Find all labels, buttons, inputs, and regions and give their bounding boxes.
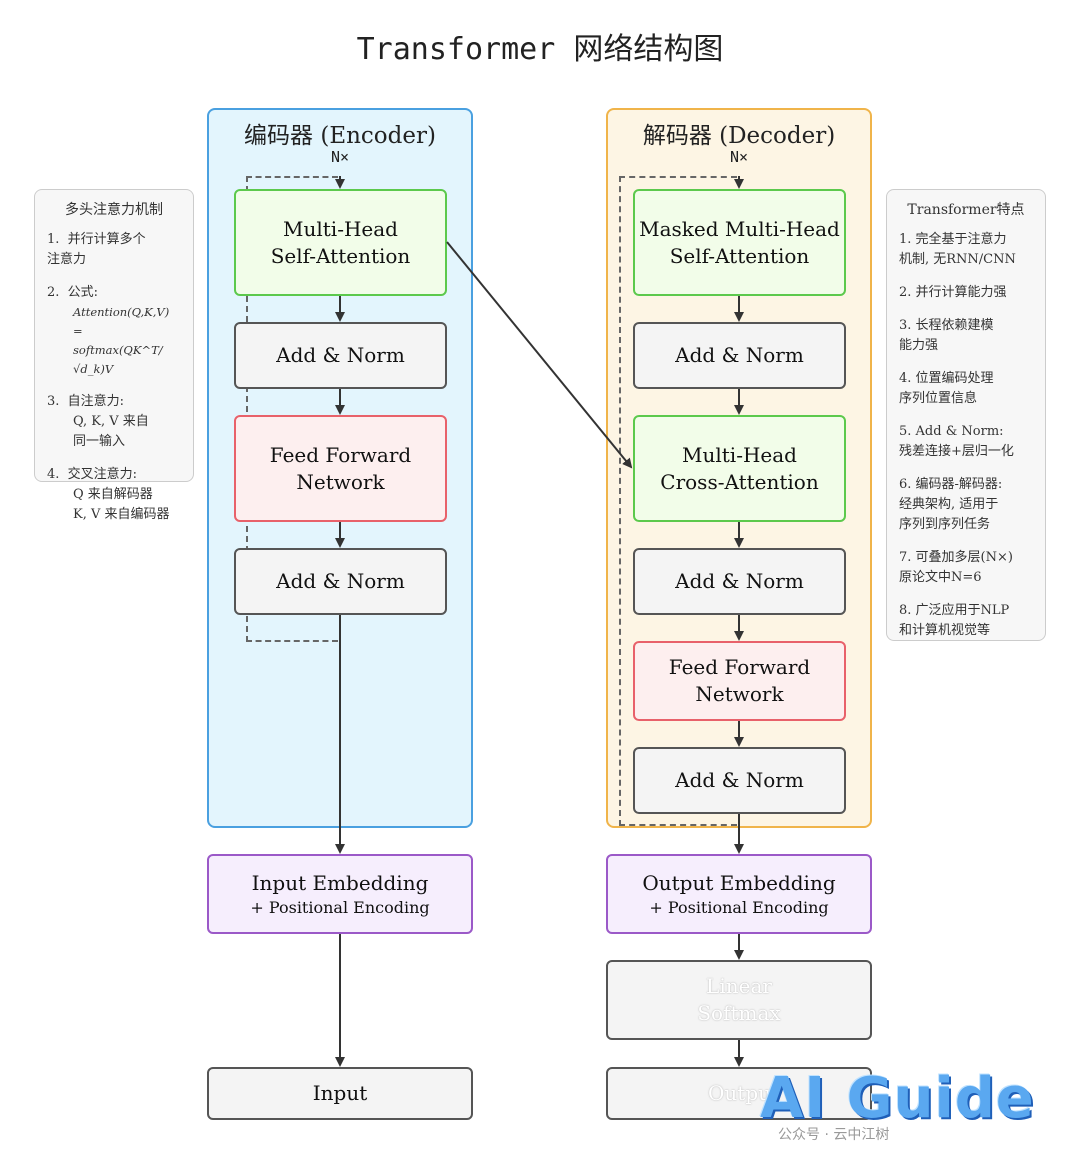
encoder-repeat-label: N× xyxy=(330,148,350,166)
encoder-repeat-bracket xyxy=(246,176,338,642)
note-text: 并行计算多个 xyxy=(67,232,146,247)
encoder-feed-forward-line1: Feed Forward xyxy=(269,442,412,467)
decoder-repeat-bracket xyxy=(619,176,737,826)
note-text: K, V 来自编码器 xyxy=(73,507,170,522)
note-text: Q 来自解码器 xyxy=(73,487,153,502)
input-embedding-line1: Input Embedding xyxy=(251,870,429,895)
decoder-feed-forward-line1: Feed Forward xyxy=(668,655,811,679)
output-embedding-line1: Output Embedding xyxy=(642,870,836,895)
encoder-self-attention-line2: Self-Attention xyxy=(270,243,411,268)
encoder-self-attention-line1: Multi-Head xyxy=(283,216,398,241)
decoder-masked-attention-block: Masked Multi-Head Self-Attention xyxy=(633,189,846,296)
note-text: 4. 位置编码处理 xyxy=(899,371,994,386)
decoder-repeat-label: N× xyxy=(729,148,749,166)
decoder-cross-attention-line2: Cross-Attention xyxy=(660,469,819,494)
note-text: 机制, 无RNN/CNN xyxy=(899,252,1016,267)
arrow-encoder-to-cross-attention xyxy=(446,241,633,469)
note-text: 原论文中N=6 xyxy=(899,570,982,585)
attention-note-item-4: 4. 交叉注意力: Q 来自解码器 K, V 来自编码器 xyxy=(47,465,181,525)
note-text: 经典架构, 适用于 xyxy=(899,497,999,512)
note-num: 1. xyxy=(47,232,60,247)
note-text: 6. 编码器-解码器: xyxy=(899,477,1003,492)
diagram-title: Transformer 网络结构图 xyxy=(356,32,724,67)
note-text: 和计算机视觉等 xyxy=(899,623,991,638)
decoder-cross-attention-block: Multi-Head Cross-Attention xyxy=(633,415,846,522)
note-text: 8. 广泛应用于NLP xyxy=(899,603,1010,618)
decoder-add-norm-2: Add & Norm xyxy=(633,548,846,615)
feature-item-8: 8. 广泛应用于NLP 和计算机视觉等 xyxy=(899,601,1033,640)
attention-note-panel: 多头注意力机制 1. 并行计算多个 注意力 2. 公式: Attention(Q… xyxy=(34,189,194,522)
encoder-feed-forward-block: Feed Forward Network xyxy=(234,415,447,522)
decoder-add-norm-1: Add & Norm xyxy=(633,322,846,389)
output-embedding-block: Output Embedding + Positional Encoding xyxy=(606,854,872,934)
decoder-feed-forward-block: Feed Forward Network xyxy=(633,641,846,721)
note-text: 残差连接+层归一化 xyxy=(899,444,1014,459)
watermark-caption: 公众号 · 云中江树 xyxy=(778,1127,890,1143)
decoder-add-norm-3: Add & Norm xyxy=(633,747,846,814)
feature-item-4: 4. 位置编码处理序列位置信息 xyxy=(899,369,1033,409)
note-text: 序列到序列任务 xyxy=(899,517,991,532)
attention-note-title: 多头注意力机制 xyxy=(65,202,163,218)
decoder-masked-attention-line1: Masked Multi-Head xyxy=(639,216,840,241)
decoder-cross-attention-line1: Multi-Head xyxy=(682,442,797,467)
encoder-add-norm-1: Add & Norm xyxy=(234,322,447,389)
encoder-self-attention-block: Multi-Head Self-Attention xyxy=(234,189,447,296)
output-block: Output xyxy=(606,1067,872,1120)
input-embedding-block: Input Embedding + Positional Encoding xyxy=(207,854,473,934)
note-text: 5. Add & Norm: xyxy=(899,424,1004,439)
feature-item-6: 6. 编码器-解码器: 经典架构, 适用于序列到序列任务 xyxy=(899,475,1033,535)
decoder-masked-attention-line2: Self-Attention xyxy=(669,243,810,268)
note-num: 3. xyxy=(47,394,60,409)
note-text: 7. 可叠加多层(N×) xyxy=(899,550,1013,565)
output-embedding-line2: + Positional Encoding xyxy=(649,897,829,917)
decoder-title: 解码器 (Decoder) xyxy=(642,123,836,149)
watermark-logo: AI Guide xyxy=(760,1066,1035,1131)
note-text: 交叉注意力: xyxy=(67,467,138,482)
attention-note-item-1: 1. 并行计算多个 注意力 xyxy=(47,230,181,270)
decoder-feed-forward-line2: Network xyxy=(695,682,784,706)
note-text: 自注意力: xyxy=(67,394,125,409)
features-note-panel: Transformer特点 1. 完全基于注意力机制, 无RNN/CNN 2. … xyxy=(886,189,1046,641)
note-text: 能力强 xyxy=(899,338,939,353)
attention-note-item-2: 2. 公式: Attention(Q,K,V) = softmax(QK^T/√… xyxy=(47,283,181,379)
note-text: 序列位置信息 xyxy=(899,391,978,406)
softmax-label: Softmax xyxy=(697,1001,781,1025)
input-embedding-line2: + Positional Encoding xyxy=(250,897,430,917)
feature-item-2: 2. 并行计算能力强 xyxy=(899,283,1033,303)
note-text: 2. 并行计算能力强 xyxy=(899,285,1007,300)
attention-note-item-3: 3. 自注意力: Q, K, V 来自 同一输入 xyxy=(47,392,181,452)
encoder-title: 编码器 (Encoder) xyxy=(244,123,436,149)
input-block: Input xyxy=(207,1067,473,1120)
note-text: 注意力 xyxy=(47,252,87,267)
feature-item-5: 5. Add & Norm: 残差连接+层归一化 xyxy=(899,422,1033,462)
note-formula: softmax(QK^T/√d_k)V xyxy=(73,343,163,376)
note-text: 同一输入 xyxy=(73,434,126,449)
note-formula: Attention(Q,K,V) = xyxy=(73,305,170,338)
note-num: 2. xyxy=(47,285,60,300)
encoder-add-norm-2: Add & Norm xyxy=(234,548,447,615)
linear-label: Linear xyxy=(706,974,772,998)
note-text: 3. 长程依赖建模 xyxy=(899,318,994,333)
note-num: 4. xyxy=(47,467,60,482)
linear-softmax-block: Linear Softmax xyxy=(606,960,872,1040)
note-text: Q, K, V 来自 xyxy=(73,414,149,429)
features-note-title: Transformer特点 xyxy=(907,202,1025,218)
note-text: 1. 完全基于注意力 xyxy=(899,232,1007,247)
encoder-feed-forward-line2: Network xyxy=(296,469,385,494)
note-text: 公式: xyxy=(67,285,99,300)
feature-item-1: 1. 完全基于注意力机制, 无RNN/CNN xyxy=(899,230,1033,270)
feature-item-3: 3. 长程依赖建模能力强 xyxy=(899,316,1033,356)
feature-item-7: 7. 可叠加多层(N×) 原论文中N=6 xyxy=(899,548,1033,588)
